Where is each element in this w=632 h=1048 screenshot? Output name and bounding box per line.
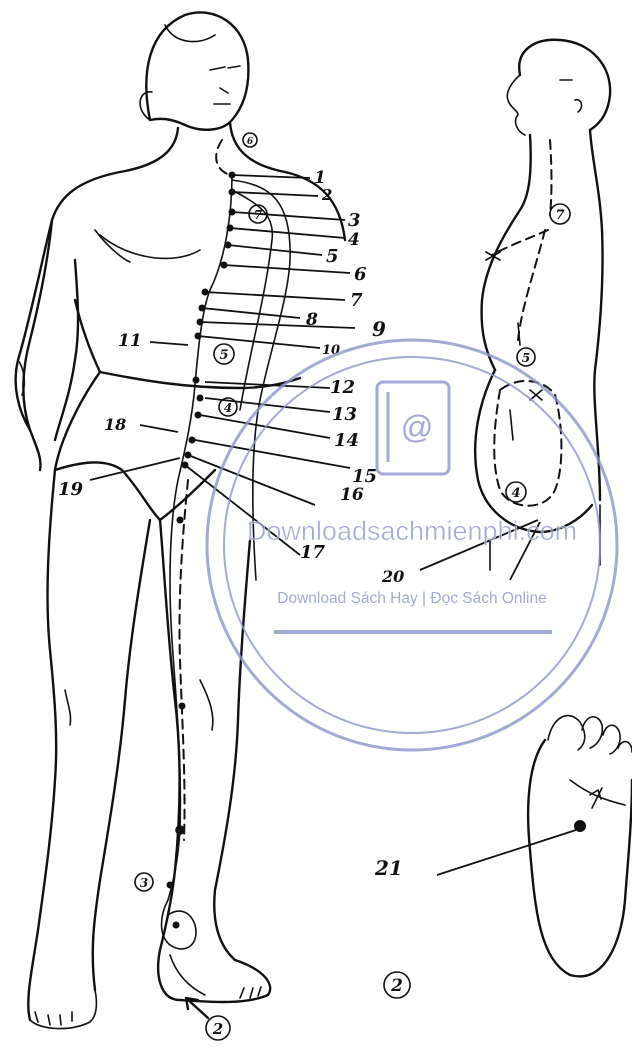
acupoint-dot xyxy=(173,922,180,929)
circled-markers: 6 7 5 4 3 2 7 5 4 2 xyxy=(135,133,570,1040)
svg-text:7: 7 xyxy=(254,208,263,222)
svg-text:2: 2 xyxy=(390,976,403,996)
svg-text:6: 6 xyxy=(247,137,254,147)
marker-belly-side: 4 xyxy=(506,482,526,502)
acupoint-dot xyxy=(179,703,186,710)
marker-abdomen-side: 5 xyxy=(517,348,535,366)
svg-text:5: 5 xyxy=(219,348,228,363)
foot-sole xyxy=(437,716,632,977)
svg-text:@: @ xyxy=(401,409,433,445)
front-acupoints xyxy=(167,172,236,929)
side-meridian-path xyxy=(486,140,561,506)
book-at-sign-icon: @ xyxy=(377,382,449,474)
acupoint-dot xyxy=(176,826,184,834)
watermark: @ Downloadsachmienphi.com Download Sách … xyxy=(207,340,617,750)
label-11: 11 xyxy=(118,331,142,351)
label-9: 9 xyxy=(372,317,386,341)
label-19: 19 xyxy=(58,479,84,500)
marker-page-corner: 2 xyxy=(384,972,410,998)
acupoint-dot xyxy=(189,437,196,444)
label-8: 8 xyxy=(305,310,318,330)
svg-text:2: 2 xyxy=(212,1020,223,1038)
label-7: 7 xyxy=(350,290,363,311)
marker-ankle: 3 xyxy=(135,873,153,891)
svg-text:4: 4 xyxy=(224,401,232,415)
label-4: 4 xyxy=(348,230,360,250)
acupoint-dot xyxy=(177,517,184,524)
label-20: 20 xyxy=(381,567,404,586)
marker-chest-side: 7 xyxy=(550,204,570,224)
marker-groin: 4 xyxy=(219,398,237,416)
acupoint-dot xyxy=(197,395,204,402)
watermark-tagline: Download Sách Hay | Đọc Sách Online xyxy=(277,590,546,607)
label-21: 21 xyxy=(374,856,403,880)
label-12: 12 xyxy=(330,377,355,398)
label-13: 13 xyxy=(332,404,357,425)
label-18: 18 xyxy=(104,415,126,434)
acupoint-dot xyxy=(193,377,200,384)
marker-foot-arrow: 2 xyxy=(206,1016,230,1040)
label-2: 2 xyxy=(321,186,332,204)
svg-text:4: 4 xyxy=(511,486,520,501)
label-5: 5 xyxy=(326,246,339,267)
side-figure xyxy=(475,40,610,570)
label-16: 16 xyxy=(340,485,364,505)
svg-text:3: 3 xyxy=(140,876,148,890)
label-6: 6 xyxy=(354,264,367,285)
label-14: 14 xyxy=(334,430,359,451)
marker-abdomen-front: 5 xyxy=(214,344,234,364)
svg-text:5: 5 xyxy=(522,351,530,365)
label-3: 3 xyxy=(348,210,361,231)
label-1: 1 xyxy=(314,168,326,188)
svg-text:7: 7 xyxy=(555,208,564,223)
acupoint-dot xyxy=(167,882,174,889)
label-15: 15 xyxy=(352,466,377,487)
watermark-brand: Downloadsachmienphi.com xyxy=(247,516,577,546)
marker-neck: 6 xyxy=(243,133,257,147)
